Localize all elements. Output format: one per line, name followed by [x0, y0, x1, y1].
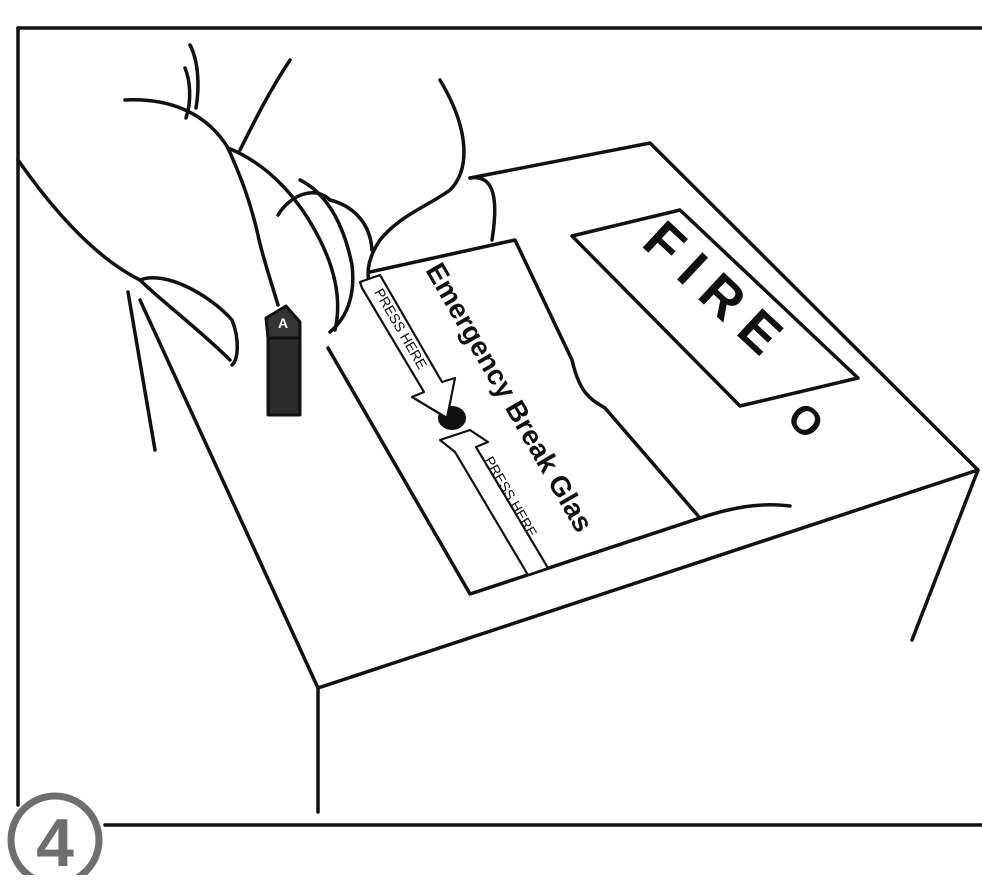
step-number: 4 [36, 805, 74, 875]
hand-drawing [18, 45, 495, 365]
fire-label: FIRE [632, 210, 804, 376]
key-marking: A [278, 315, 288, 331]
indicator-o: O [779, 394, 832, 447]
press-here-top-label: PRESS HERE [371, 286, 430, 372]
